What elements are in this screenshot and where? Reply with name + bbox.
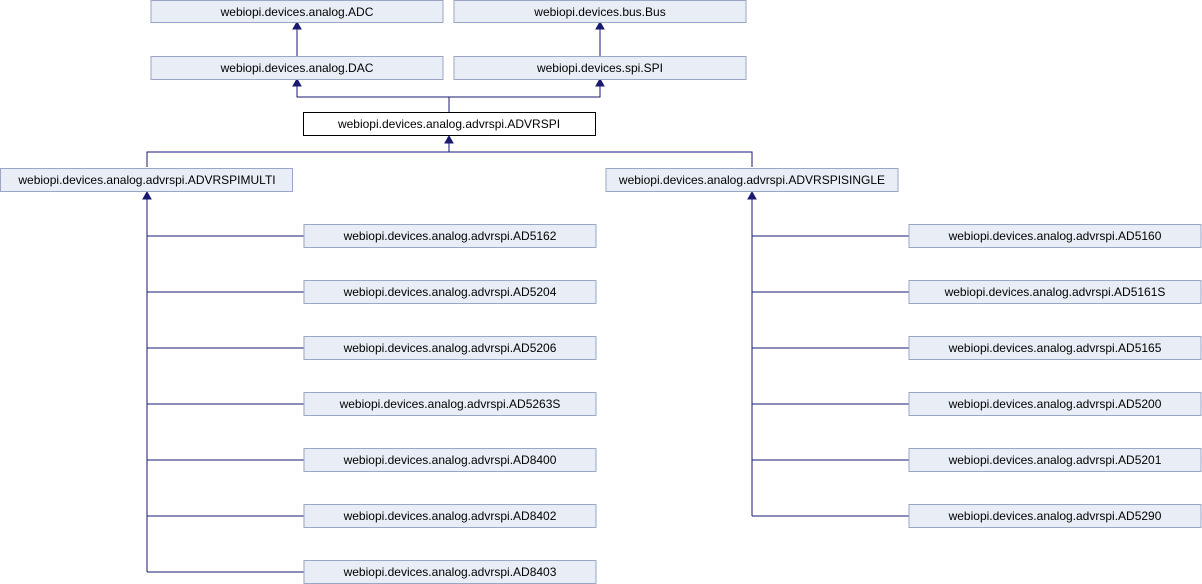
node-ad5165-label: webiopi.devices.analog.advrspi.AD5165 [948,341,1162,355]
node-advrspimulti[interactable]: webiopi.devices.analog.advrspi.ADVRSPIMU… [0,168,293,192]
edge-advrspi-spi [449,85,601,98]
node-ad5206-label: webiopi.devices.analog.advrspi.AD5206 [343,341,557,355]
node-bus-label: webiopi.devices.bus.Bus [533,5,665,19]
node-ad8402-label: webiopi.devices.analog.advrspi.AD8402 [343,509,557,523]
arrow-to-single [747,190,757,200]
node-ad5204[interactable]: webiopi.devices.analog.advrspi.AD5204 [303,280,597,304]
node-ad5206[interactable]: webiopi.devices.analog.advrspi.AD5206 [303,336,597,360]
node-dac[interactable]: webiopi.devices.analog.DAC [150,56,444,80]
edge-multi-single-advrspi [146,151,753,167]
node-ad5290-label: webiopi.devices.analog.advrspi.AD5290 [948,509,1162,523]
node-ad5263s[interactable]: webiopi.devices.analog.advrspi.AD5263S [303,392,597,416]
node-spi[interactable]: webiopi.devices.spi.SPI [453,56,747,80]
node-ad5200[interactable]: webiopi.devices.analog.advrspi.AD5200 [908,392,1202,416]
node-bus[interactable]: webiopi.devices.bus.Bus [453,0,747,23]
node-ad5162-label: webiopi.devices.analog.advrspi.AD5162 [343,229,557,243]
node-ad5162[interactable]: webiopi.devices.analog.advrspi.AD5162 [303,224,597,248]
node-ad5160-label: webiopi.devices.analog.advrspi.AD5160 [948,229,1162,243]
node-advrspisingle[interactable]: webiopi.devices.analog.advrspi.ADVRSPISI… [605,168,899,192]
arrow-to-multi [142,190,152,200]
node-ad8403[interactable]: webiopi.devices.analog.advrspi.AD8403 [303,560,597,584]
node-advrspimulti-label: webiopi.devices.analog.advrspi.ADVRSPIMU… [17,173,275,187]
arrow-to-dac [292,77,302,87]
node-advrspi: webiopi.devices.analog.advrspi.ADVRSPI [303,112,596,136]
node-ad5160[interactable]: webiopi.devices.analog.advrspi.AD5160 [908,224,1202,248]
node-adc-label: webiopi.devices.analog.ADC [220,5,374,19]
node-advrspi-label: webiopi.devices.analog.advrspi.ADVRSPI [337,117,560,131]
arrow-to-spi [595,77,605,87]
node-ad8400[interactable]: webiopi.devices.analog.advrspi.AD8400 [303,448,597,472]
arrow-to-adc [292,20,302,30]
node-ad5204-label: webiopi.devices.analog.advrspi.AD5204 [343,285,557,299]
arrow-to-bus [595,20,605,30]
node-advrspisingle-label: webiopi.devices.analog.advrspi.ADVRSPISI… [618,173,885,187]
node-ad5161s[interactable]: webiopi.devices.analog.advrspi.AD5161S [908,280,1202,304]
node-ad5161s-label: webiopi.devices.analog.advrspi.AD5161S [944,285,1166,299]
node-ad5200-label: webiopi.devices.analog.advrspi.AD5200 [948,397,1162,411]
node-ad5290[interactable]: webiopi.devices.analog.advrspi.AD5290 [908,504,1202,528]
node-ad8400-label: webiopi.devices.analog.advrspi.AD8400 [343,453,557,467]
node-adc[interactable]: webiopi.devices.analog.ADC [150,0,444,23]
node-ad8402[interactable]: webiopi.devices.analog.advrspi.AD8402 [303,504,597,528]
node-spi-label: webiopi.devices.spi.SPI [536,61,663,75]
arrow-to-advrspi [444,134,454,144]
node-ad5201[interactable]: webiopi.devices.analog.advrspi.AD5201 [908,448,1202,472]
node-ad8403-label: webiopi.devices.analog.advrspi.AD8403 [343,565,557,579]
edges [142,20,909,573]
node-ad5263s-label: webiopi.devices.analog.advrspi.AD5263S [339,397,561,411]
node-dac-label: webiopi.devices.analog.DAC [220,61,374,75]
node-ad5201-label: webiopi.devices.analog.advrspi.AD5201 [948,453,1162,467]
node-ad5165[interactable]: webiopi.devices.analog.advrspi.AD5165 [908,336,1202,360]
edge-advrspi-dac [296,85,450,112]
